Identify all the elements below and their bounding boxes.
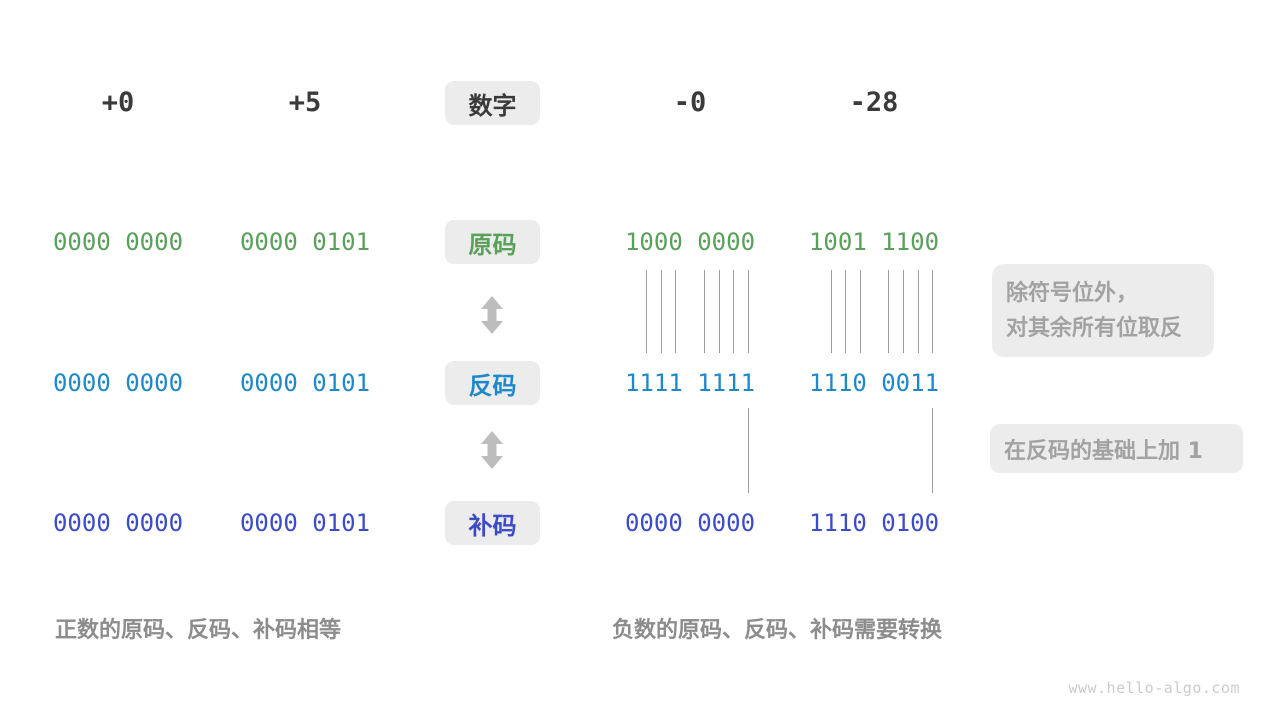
bit-flip-tick [845,270,846,353]
bit-flip-tick [675,270,676,353]
sign-magnitude-value-minus-28: 1001 1100 [808,228,940,256]
sign-magnitude-value-plus-zero: 0000 0000 [52,228,184,256]
up-down-arrow-icon [481,431,503,469]
bit-flip-tick [719,270,720,353]
add-one-annotation: 在反码的基础上加 1 [990,424,1243,473]
bit-flip-tick [903,270,904,353]
bit-flip-tick [860,270,861,353]
twos-complement-value-minus-zero: 0000 0000 [624,509,756,537]
ones-complement-value-minus-zero: 1111 1111 [624,369,756,397]
ones-complement-value-minus-28: 1110 0011 [808,369,940,397]
watermark-url: www.hello-algo.com [1068,679,1240,697]
bit-flip-tick [748,270,749,353]
header-value-minus-zero: -0 [673,87,707,118]
ones-complement-value-plus-zero: 0000 0000 [52,369,184,397]
add-one-connector-line [932,408,933,493]
twos-complement-chip-label: 补码 [468,511,517,540]
ones-complement-chip: 反码 [445,361,540,405]
bit-flip-tick [918,270,919,353]
header-label-text: 数字 [468,91,517,120]
header-value-plus-zero: +0 [101,87,135,118]
up-down-arrow-icon [481,296,503,334]
twos-complement-value-plus-five: 0000 0101 [239,509,371,537]
flip-bits-annotation-line2: 对其余所有位取反 [1006,316,1183,341]
twos-complement-chip: 补码 [445,501,540,545]
header-value-plus-five: +5 [288,87,322,118]
sign-magnitude-chip: 原码 [445,220,540,264]
sign-magnitude-value-minus-zero: 1000 0000 [624,228,756,256]
twos-complement-value-plus-zero: 0000 0000 [52,509,184,537]
flip-bits-annotation-line1: 除符号位外， [1006,281,1139,306]
sign-magnitude-value-plus-five: 0000 0101 [239,228,371,256]
bit-flip-tick [888,270,889,353]
header-value-minus-28: -28 [849,87,899,118]
bit-flip-tick [646,270,647,353]
ones-complement-chip-label: 反码 [468,371,517,400]
flip-bits-annotation: 除符号位外， 对其余所有位取反 [992,264,1214,357]
negative-numbers-caption: 负数的原码、反码、补码需要转换 [612,618,943,643]
positive-numbers-caption: 正数的原码、反码、补码相等 [55,618,342,643]
arrow-shape [481,296,503,334]
ones-complement-value-plus-five: 0000 0101 [239,369,371,397]
arrow-shape [481,431,503,469]
twos-complement-value-minus-28: 1110 0100 [808,509,940,537]
sign-magnitude-chip-label: 原码 [468,230,517,259]
add-one-connector-line [748,408,749,493]
header-label-chip: 数字 [445,81,540,125]
bit-flip-tick [733,270,734,353]
add-one-annotation-text: 在反码的基础上加 1 [1004,438,1203,464]
bit-flip-tick [932,270,933,353]
bit-flip-tick [704,270,705,353]
bit-flip-tick [661,270,662,353]
bit-flip-tick [831,270,832,353]
